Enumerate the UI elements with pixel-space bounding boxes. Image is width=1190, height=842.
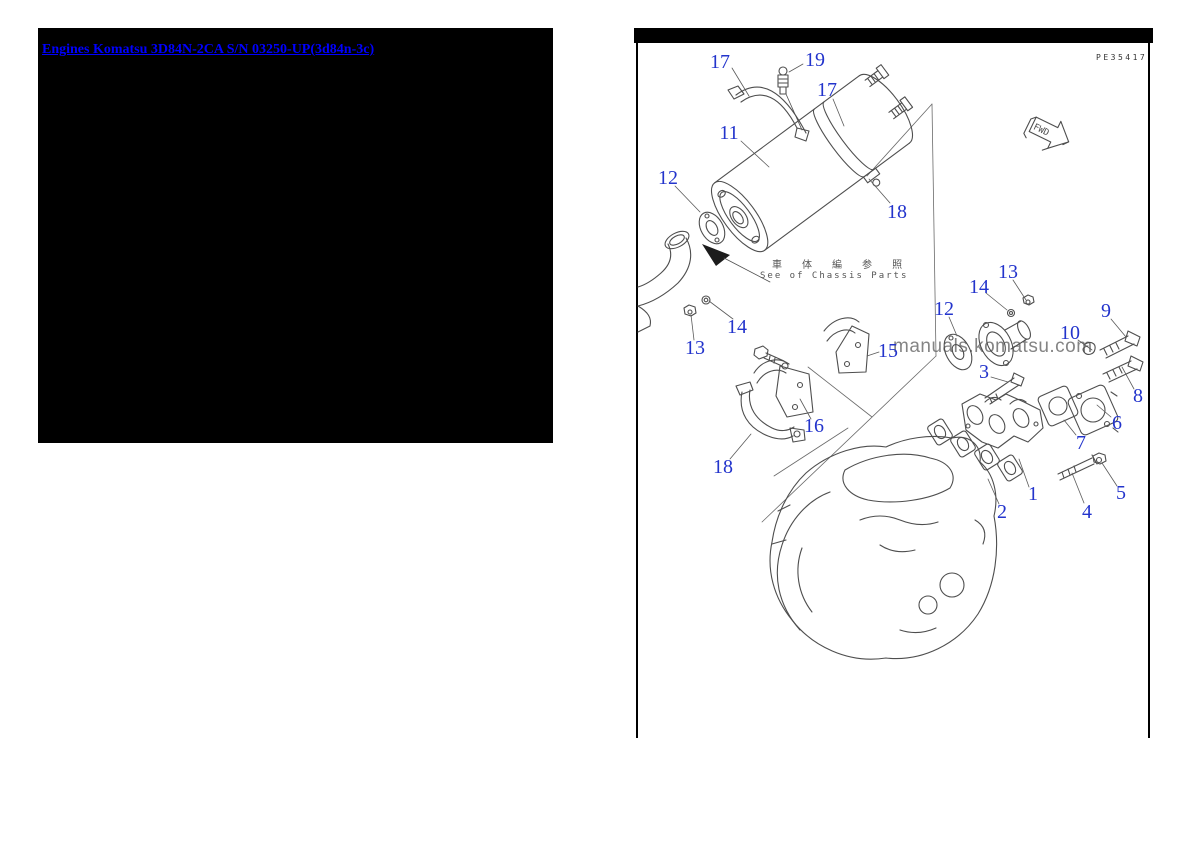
note-japanese: 車 体 編 参 照: [772, 260, 910, 271]
callout-2: 2: [997, 501, 1007, 523]
callout-13: 13: [998, 261, 1018, 283]
callout-16: 16: [804, 415, 824, 437]
callout-19: 19: [805, 49, 825, 71]
callout-14: 14: [727, 316, 747, 338]
callout-17: 17: [710, 51, 730, 73]
callout-5: 5: [1116, 482, 1126, 504]
engine-model-link[interactable]: Engines Komatsu 3D84N-2CA S/N 03250-UP(3…: [42, 42, 375, 57]
callout-9: 9: [1101, 300, 1111, 322]
callout-8: 8: [1133, 385, 1143, 407]
page-border-right: [1148, 43, 1150, 738]
callout-4: 4: [1082, 501, 1092, 523]
callout-15: 15: [878, 340, 898, 362]
callout-3: 3: [979, 361, 989, 383]
callout-18: 18: [887, 201, 907, 223]
page-border-left: [636, 43, 638, 738]
note-english: See of Chassis Parts: [760, 271, 909, 281]
callout-14: 14: [969, 276, 989, 298]
callout-17: 17: [817, 79, 837, 101]
left-black-panel: Engines Komatsu 3D84N-2CA S/N 03250-UP(3…: [38, 28, 553, 443]
callout-13: 13: [685, 337, 705, 359]
callout-10: 10: [1060, 322, 1080, 344]
callout-12: 12: [658, 167, 678, 189]
callout-6: 6: [1112, 412, 1122, 434]
callout-7: 7: [1076, 432, 1086, 454]
plate-code: PE35417: [1096, 53, 1148, 62]
callout-12: 12: [934, 298, 954, 320]
page-top-bar: [634, 28, 1153, 43]
callout-11: 11: [719, 122, 739, 144]
callout-1: 1: [1028, 483, 1038, 505]
callout-18: 18: [713, 456, 733, 478]
